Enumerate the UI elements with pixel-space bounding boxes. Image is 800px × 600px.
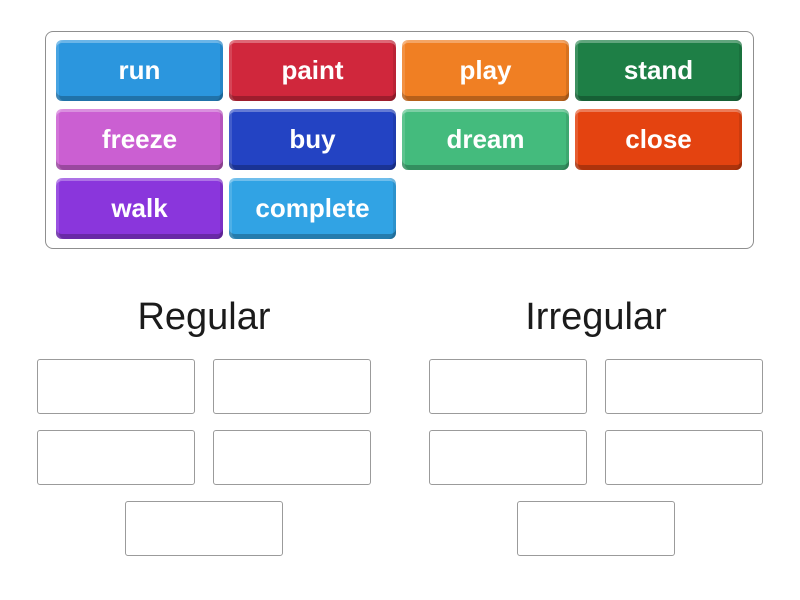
drop-slot[interactable] xyxy=(125,501,283,556)
drop-slot[interactable] xyxy=(429,430,587,485)
category-groups: Regular Irregular xyxy=(37,292,763,556)
word-tile[interactable]: dream xyxy=(402,109,569,170)
drop-slot[interactable] xyxy=(213,359,371,414)
group-title-irregular: Irregular xyxy=(525,296,667,338)
drop-slot[interactable] xyxy=(605,430,763,485)
word-tile[interactable]: freeze xyxy=(56,109,223,170)
drop-slot[interactable] xyxy=(605,359,763,414)
drop-slot[interactable] xyxy=(37,430,195,485)
drop-slot[interactable] xyxy=(213,430,371,485)
group-irregular: Irregular xyxy=(429,292,763,556)
group-regular-slots xyxy=(37,359,371,556)
word-tile[interactable]: stand xyxy=(575,40,742,101)
word-tile[interactable]: close xyxy=(575,109,742,170)
group-title-regular: Regular xyxy=(137,296,271,338)
word-tile[interactable]: run xyxy=(56,40,223,101)
word-tile[interactable]: complete xyxy=(229,178,396,239)
group-regular: Regular xyxy=(37,292,371,556)
word-tile[interactable]: paint xyxy=(229,40,396,101)
drop-slot[interactable] xyxy=(429,359,587,414)
drop-slot[interactable] xyxy=(517,501,675,556)
drop-slot[interactable] xyxy=(37,359,195,414)
word-tile[interactable]: play xyxy=(402,40,569,101)
word-tile[interactable]: buy xyxy=(229,109,396,170)
group-irregular-slots xyxy=(429,359,763,556)
word-tile[interactable]: walk xyxy=(56,178,223,239)
